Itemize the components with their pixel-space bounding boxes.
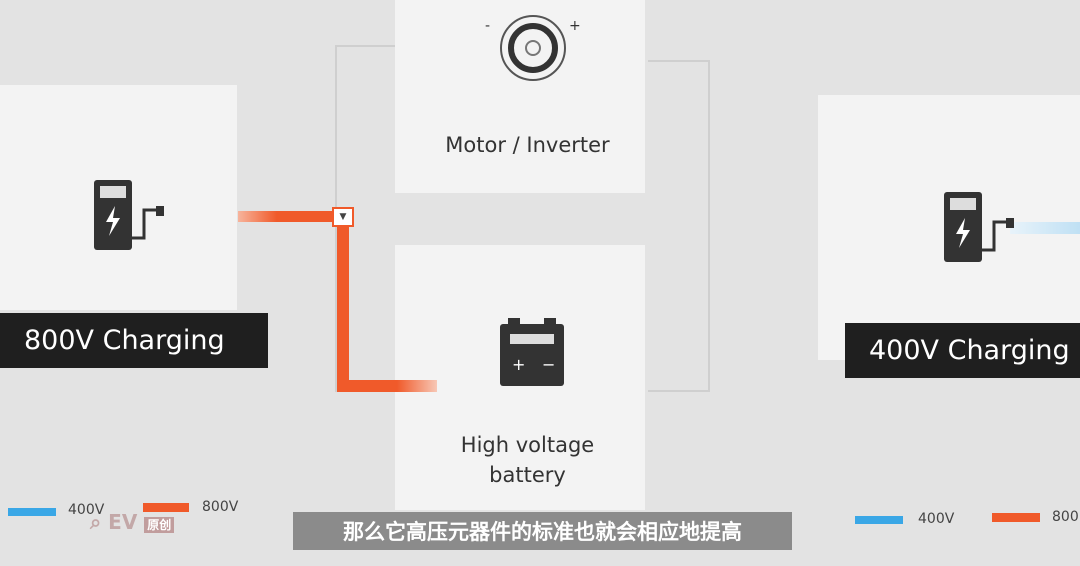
switch-junction: ▼ [332, 207, 354, 227]
legend-400v-label-right: 400V [918, 511, 955, 527]
motor-inverter-label: Motor / Inverter [445, 133, 610, 157]
charging-path-to-battery [337, 380, 437, 392]
legend-800v-swatch-right [992, 513, 1040, 522]
svg-text:−: − [542, 355, 555, 374]
legend-400v-label: 400V [68, 502, 105, 518]
400v-charging-label: 400V Charging [845, 323, 1080, 378]
battery-label-line1: High voltage [460, 433, 595, 457]
svg-text:+: + [569, 18, 581, 34]
svg-text:+: + [512, 355, 525, 374]
motor-icon: -+ [485, 15, 581, 81]
800v-charging-label: 800V Charging [0, 313, 268, 368]
charging-path-horizontal [238, 211, 335, 222]
ev-charger-icon [944, 192, 1014, 262]
legend-800v-label-right: 800 [1052, 509, 1079, 525]
subtitle-caption: 那么它高压元器件的标准也就会相应地提高 [293, 512, 792, 550]
blue-path [1010, 222, 1080, 234]
right-wire-frame [648, 60, 710, 392]
battery-icon: +− [500, 318, 564, 386]
svg-text:-: - [485, 18, 490, 34]
battery-label: High voltage battery [395, 430, 660, 490]
battery-label-line2: battery [489, 463, 566, 487]
legend-400v-swatch-right [855, 516, 903, 524]
watermark-logo: ⌕ EV 原创 [90, 510, 175, 534]
legend-800v-label: 800V [202, 499, 239, 515]
legend-400v-swatch [8, 508, 56, 516]
ev-charger-icon [94, 180, 164, 250]
legend-800v-swatch [143, 503, 189, 512]
charging-path-vertical [337, 226, 349, 392]
